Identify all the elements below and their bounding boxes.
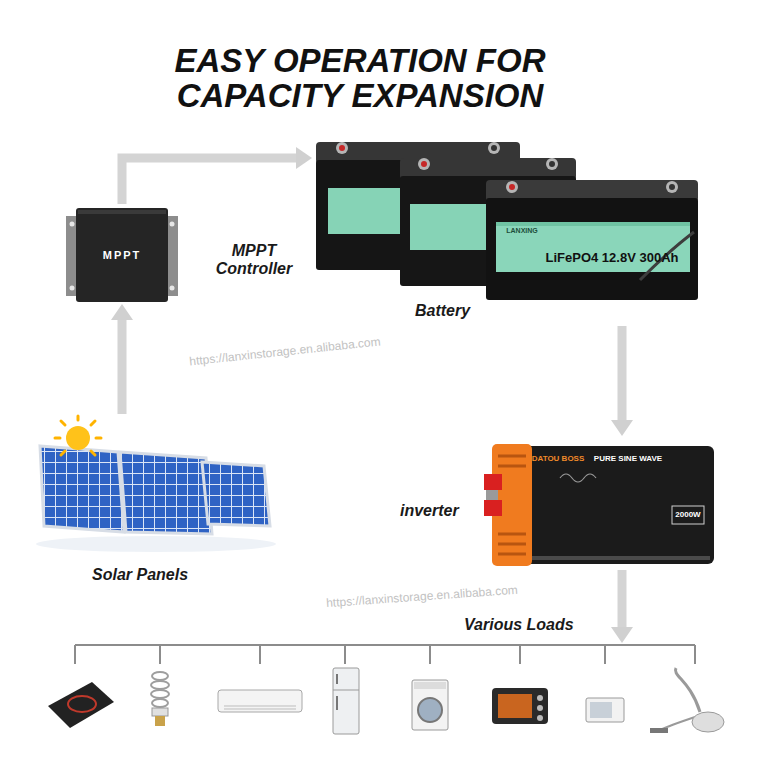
battery-pack-icons <box>316 142 698 300</box>
battery-node: Battery <box>312 128 704 326</box>
brand-logo: DATOU BOSS <box>532 455 585 464</box>
flow-arrow <box>618 326 627 420</box>
node-label: Various Loads <box>464 616 574 634</box>
brand-logo: LANXING <box>506 227 538 235</box>
loads-node: Various Loads <box>36 643 736 756</box>
node-label: Solar Panels <box>92 566 188 584</box>
watermark: https://lanxinstorage.en.alibaba.com <box>189 335 381 368</box>
flow-arrow <box>618 570 627 627</box>
solar-node: Solar Panels <box>32 414 282 590</box>
appliance-icons <box>48 668 724 734</box>
inverter-icon <box>484 444 714 566</box>
battery-rating: LiFePO4 12.8V 300Ah <box>546 251 679 265</box>
load-bus-wires <box>75 645 695 664</box>
watermark: https://lanxinstorage.en.alibaba.com <box>326 584 519 611</box>
controller-node: MPPT Controller <box>66 204 308 304</box>
device-text: PURE SINE WAVE <box>594 455 662 464</box>
node-label: Battery <box>415 302 470 320</box>
power-rating: 2000W <box>675 511 700 520</box>
flow-arrow <box>122 158 296 204</box>
title-heading: EASY OPERATION FOR CAPACITY EXPANSION <box>125 44 595 113</box>
flow-arrow <box>118 320 127 414</box>
solar-panels-icon <box>36 416 276 552</box>
node-label: inverter <box>400 502 459 520</box>
mppt-controller-icon <box>66 208 178 302</box>
device-text: MPPT <box>103 249 142 261</box>
node-label: MPPT Controller <box>204 242 304 279</box>
